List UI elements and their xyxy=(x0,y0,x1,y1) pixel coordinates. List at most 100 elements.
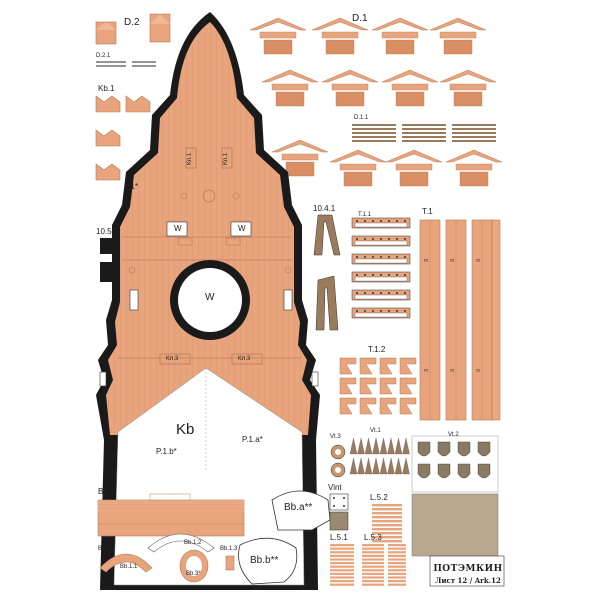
l53-strip xyxy=(362,562,384,565)
label-bb12: Bb.1.2 xyxy=(184,540,202,546)
roof-piece xyxy=(429,17,487,55)
label-l53: L.5.3 xyxy=(364,533,382,542)
l53-strip xyxy=(388,569,406,572)
l53-strip xyxy=(388,547,406,550)
shield-piece xyxy=(417,441,431,457)
tooth-piece xyxy=(372,437,380,455)
label-bb1: Bb.1 xyxy=(98,487,115,496)
l53-strip xyxy=(362,547,384,550)
bracket-piece xyxy=(359,357,377,375)
l52-strip xyxy=(372,520,402,523)
label-bb3: Bb.3* xyxy=(186,571,201,577)
label-kb: Kb xyxy=(176,421,195,438)
l53-strip xyxy=(388,554,406,557)
tooth-piece xyxy=(357,457,365,475)
rail-piece xyxy=(351,307,411,319)
l53-strip xyxy=(388,580,406,583)
part-vt3 xyxy=(330,444,346,478)
rail-piece xyxy=(351,289,411,301)
tooth-piece xyxy=(379,437,388,455)
part-vint xyxy=(329,493,349,531)
label-1041: 10.4.1 xyxy=(313,204,336,213)
strip xyxy=(452,140,496,142)
svg-text:m: m xyxy=(476,368,480,374)
l52-strip xyxy=(372,504,402,507)
l53-strip xyxy=(362,558,384,561)
svg-text:m: m xyxy=(476,258,480,264)
label-kn3-right: Kn.3 xyxy=(238,356,251,362)
bracket-piece xyxy=(339,397,357,415)
label-bbb: Bb.b** xyxy=(250,555,279,566)
label-l52: L.5.2 xyxy=(370,493,388,502)
label-kn1-left: Kn.1 xyxy=(187,152,193,165)
shield-piece xyxy=(437,463,451,479)
l52-strip xyxy=(372,516,402,519)
shield-piece xyxy=(457,441,471,457)
bracket-piece xyxy=(379,377,397,395)
part-vt2 xyxy=(411,435,499,557)
strip xyxy=(402,132,446,134)
label-p1a: P.1.a* xyxy=(242,435,263,444)
l51-strip xyxy=(330,562,354,565)
l51-strip xyxy=(330,583,354,586)
part-1041 xyxy=(313,214,341,331)
part-1055 xyxy=(100,238,112,282)
l53-strip xyxy=(362,565,384,568)
roof-piece xyxy=(439,69,497,107)
label-vt2: Vt.2 xyxy=(448,432,459,438)
bracket-piece xyxy=(359,377,377,395)
l52-strip xyxy=(372,524,402,527)
bracket-piece xyxy=(399,357,417,375)
tooth-piece xyxy=(379,457,388,475)
l52-strip xyxy=(372,536,402,539)
tooth-piece xyxy=(402,457,410,475)
l53-strip xyxy=(388,583,406,586)
tooth-piece xyxy=(394,437,403,455)
label-kn1-right: Kn.1 xyxy=(223,152,229,165)
label-l51: L.5.1 xyxy=(330,533,348,542)
label-bb13: Bb.1.3 xyxy=(220,546,238,552)
roof-piece xyxy=(329,149,387,187)
roof-piece xyxy=(271,139,329,177)
label-vt3: Vt.3 xyxy=(330,434,341,440)
shield-piece xyxy=(457,463,471,479)
bracket-piece xyxy=(379,397,397,415)
label-kn3-left: Kn.3 xyxy=(166,356,179,362)
l51-strip xyxy=(330,576,354,579)
label-w-right: W xyxy=(238,224,246,233)
l51-strip xyxy=(330,554,354,557)
part-t12 xyxy=(339,357,417,415)
part-d2 xyxy=(95,13,171,45)
strip xyxy=(352,132,396,134)
roof-piece xyxy=(321,69,379,107)
label-kb1: Kb.1 xyxy=(98,84,115,93)
strip xyxy=(402,136,446,138)
rail-piece xyxy=(351,253,411,265)
roof-piece xyxy=(385,149,443,187)
bracket-piece xyxy=(359,397,377,415)
l53-strip xyxy=(362,576,384,579)
l53-strip xyxy=(362,551,384,554)
l53-strip xyxy=(388,565,406,568)
tooth-piece xyxy=(349,457,358,475)
strip xyxy=(402,140,446,142)
roof-piece xyxy=(311,17,369,55)
l53-strip xyxy=(362,569,384,572)
l51-strip xyxy=(330,544,354,547)
title-sheet: Лист 12 / Ark.12 xyxy=(435,576,501,585)
l52-strip xyxy=(372,508,402,511)
rail-piece xyxy=(351,271,411,283)
strip xyxy=(352,124,396,126)
l53-strip xyxy=(388,551,406,554)
shield-piece xyxy=(437,441,451,457)
strip xyxy=(402,128,446,130)
l53-strip xyxy=(362,580,384,583)
part-t11 xyxy=(351,217,411,319)
part-bba xyxy=(271,490,331,531)
tooth-piece xyxy=(357,437,365,455)
l52-strip xyxy=(372,532,402,535)
title-block: ПОТЭМКИН Лист 12 / Ark.12 xyxy=(433,564,503,585)
l53-strip xyxy=(362,572,384,575)
bracket-piece xyxy=(399,377,417,395)
l51-strip xyxy=(330,551,354,554)
